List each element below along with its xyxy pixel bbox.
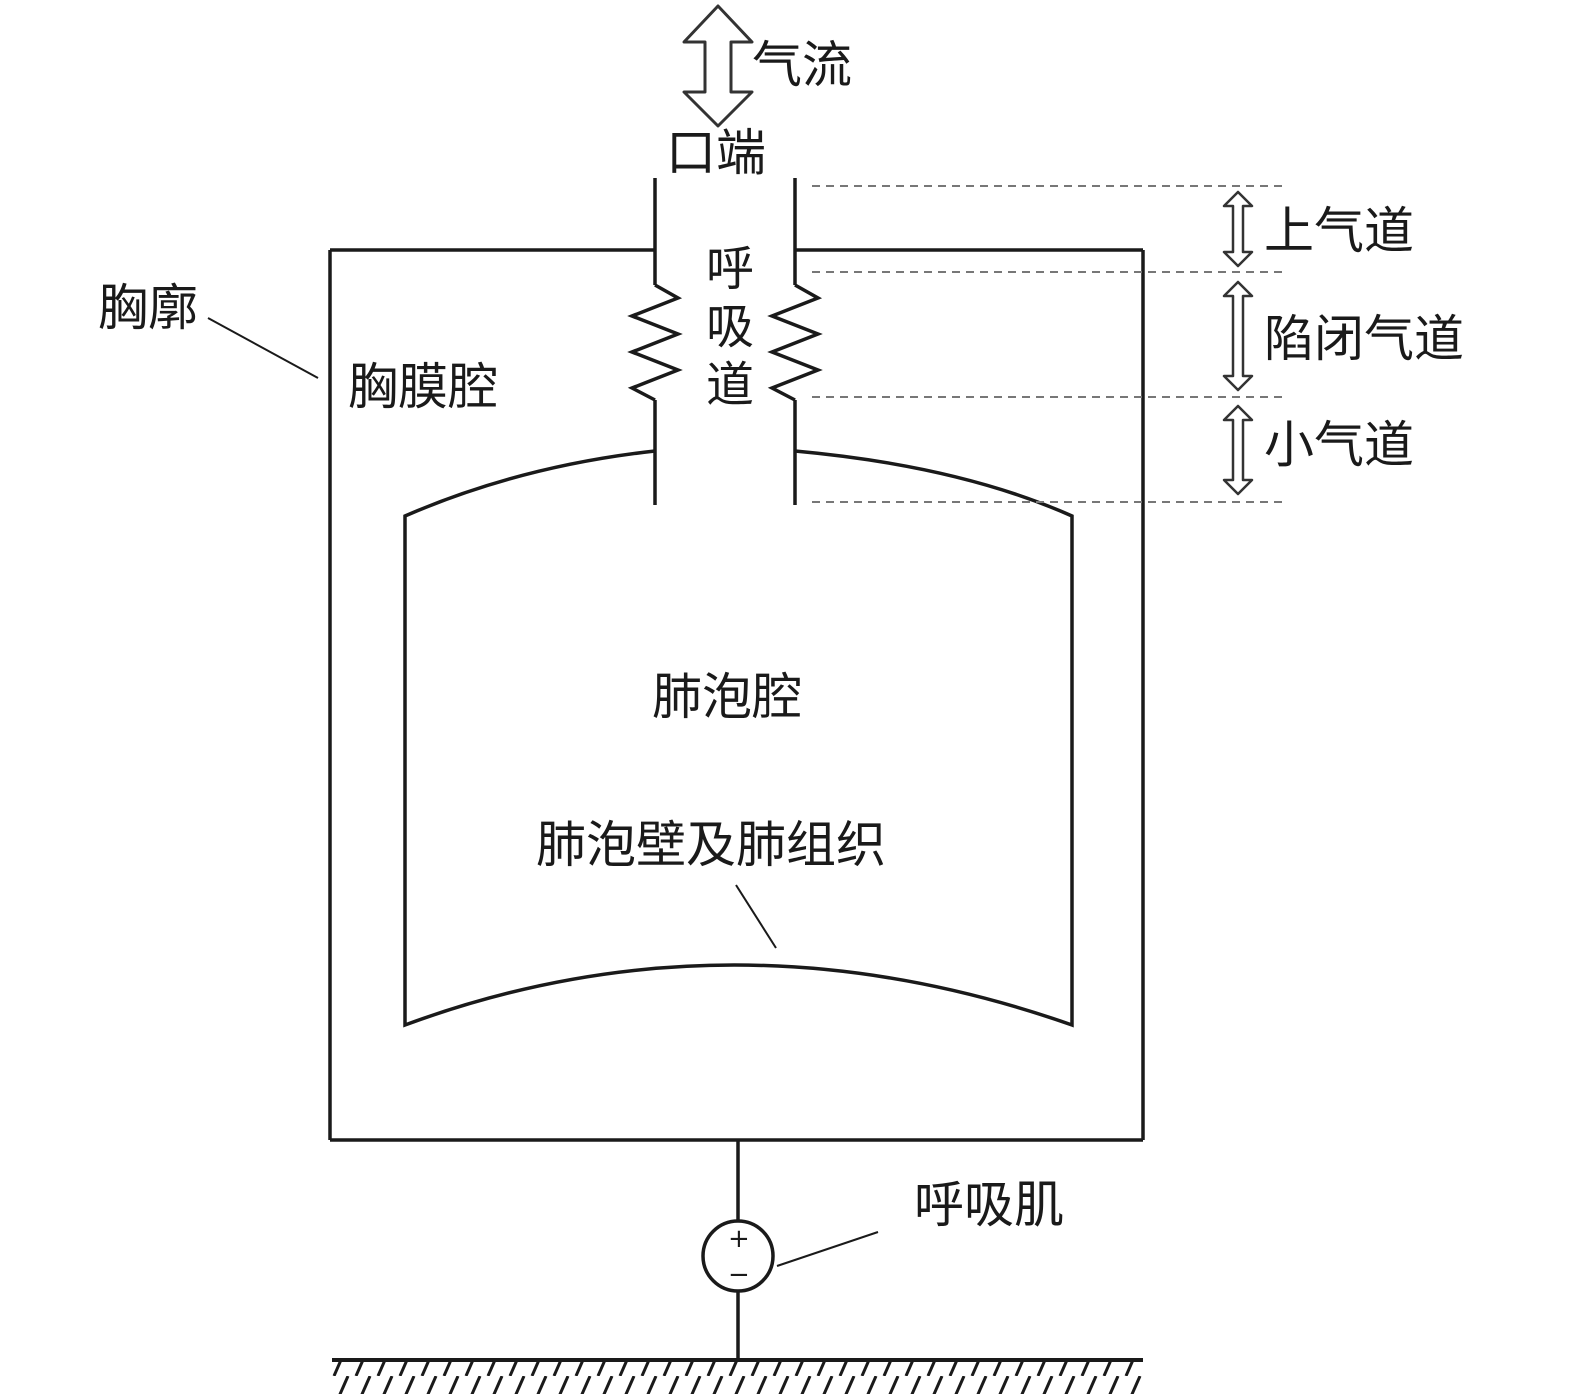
label-alveolar-wall: 肺泡壁及肺组织 [536, 816, 886, 874]
label-mouth: 口端 [666, 124, 766, 182]
chest-wall-box [328, 248, 1145, 1142]
label-small-airway: 小气道 [1264, 416, 1414, 474]
respiratory-muscle-leader [776, 1231, 879, 1267]
label-collapsible-airway: 陷闭气道 [1264, 310, 1464, 368]
label-chest-wall: 胸廓 [98, 279, 198, 337]
label-airflow: 气流 [752, 36, 852, 94]
alveolar-wall-leader [735, 884, 777, 949]
source-plus-sign: + [728, 1224, 750, 1254]
airflow-double-arrow [682, 4, 754, 128]
ground-hatching [332, 1362, 1143, 1394]
alveolar-sac-outline [403, 449, 1074, 1028]
chest-wall-leader [207, 317, 319, 379]
label-respiratory-muscle: 呼吸肌 [914, 1176, 1064, 1234]
small-airway-arrow [1222, 404, 1254, 496]
airway-segment-dashed-lines [812, 185, 1282, 503]
label-upper-airway: 上气道 [1264, 202, 1414, 260]
label-pleural-cavity: 胸膜腔 [348, 358, 498, 416]
source-minus-sign: − [728, 1260, 750, 1290]
airway-right-spring [767, 283, 823, 402]
label-alveolar-cavity: 肺泡腔 [652, 668, 802, 726]
collapsible-airway-arrow [1222, 280, 1254, 392]
airway-left-spring [627, 283, 683, 402]
upper-airway-arrow [1222, 190, 1254, 268]
label-airway: 呼吸道 [705, 241, 754, 413]
